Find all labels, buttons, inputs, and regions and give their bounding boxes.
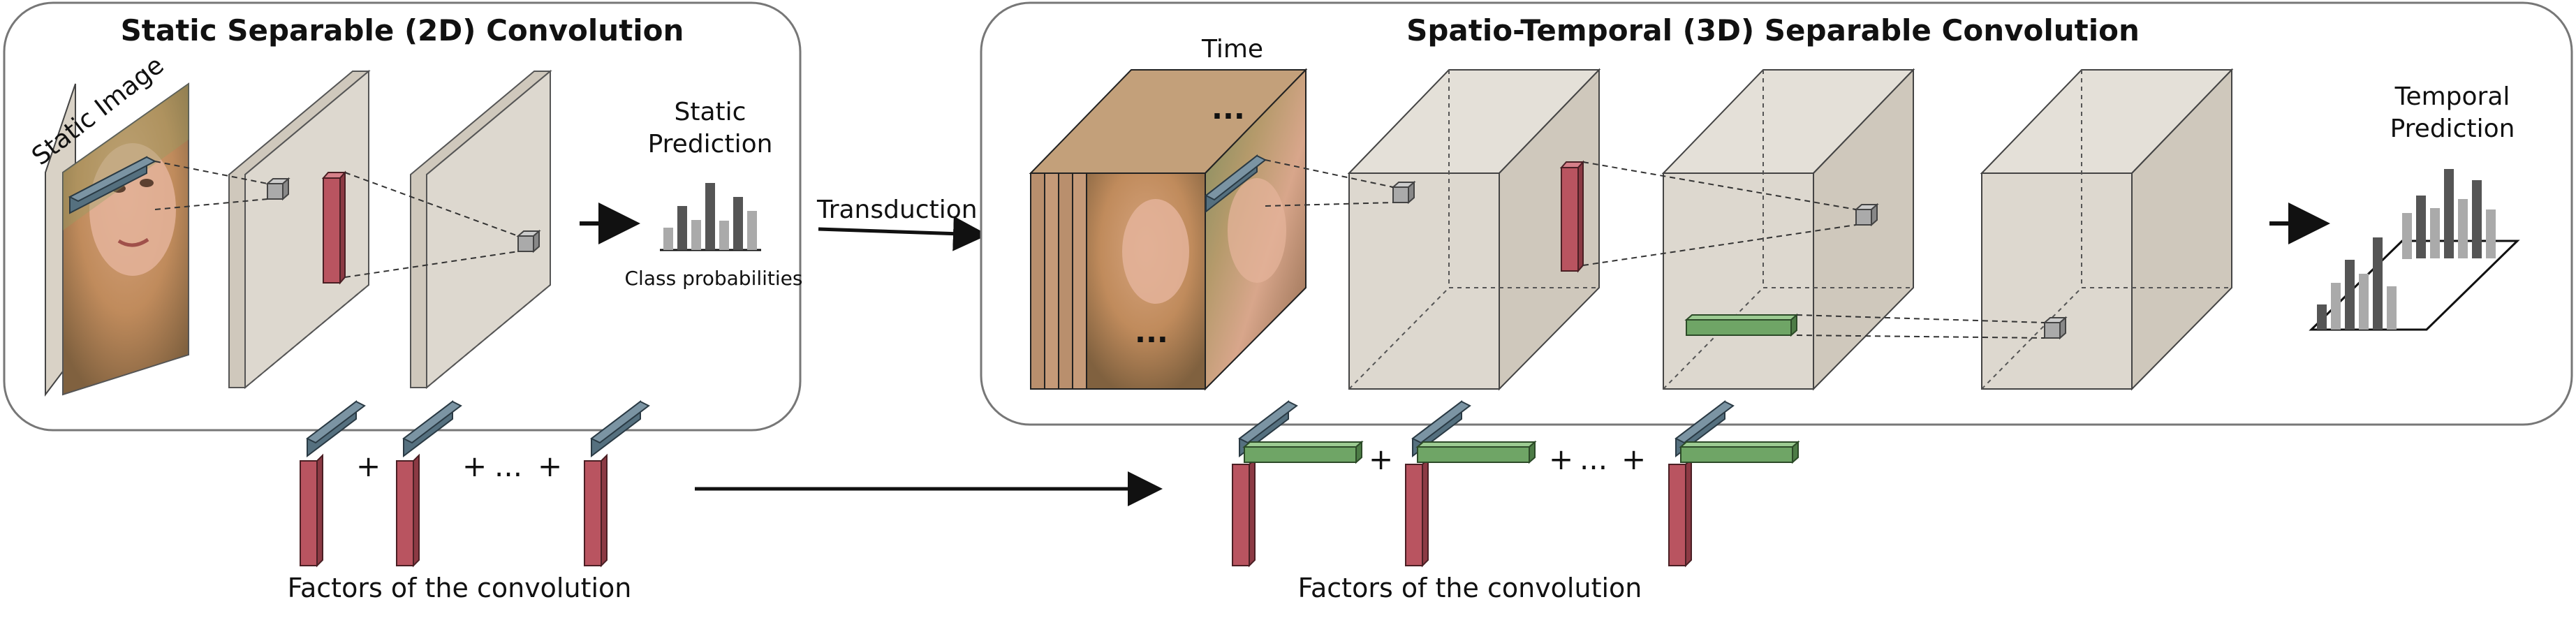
left-projection-lines [154,161,519,278]
factor-triple [1405,399,1537,568]
right-factors: + + ... + Factors of the convolution [1232,399,1800,603]
static-prediction-label-line1: Static [675,98,746,126]
right-factor-ellipsis: ... [1580,442,1607,476]
right-factor-plus-2: + [1549,442,1573,476]
right-factor-plus-3: + [1621,442,1646,476]
temporal-histogram [2309,169,2520,331]
hist-bar [2430,208,2440,258]
left-factors: + + ... + Factors of the convolution [288,399,650,603]
hist-bar [2486,209,2496,258]
map1-red-filter [321,170,347,285]
spatiotemporal-panel-title: Spatio-Temporal (3D) Separable Convoluti… [1406,13,2140,47]
volume2-green-filter [1684,313,1799,337]
map2-voxel [516,229,541,253]
static-panel-border [3,1,802,432]
hist-bar [733,197,743,250]
transduction-arrow [818,216,988,251]
hist-bar [677,206,687,250]
temporal-prediction-label-line2: Prediction [2390,115,2515,143]
hist-bar [2472,180,2482,258]
feature-map-1 [228,69,371,390]
factor-pair [584,399,650,568]
feature-volume-1 [1347,68,1601,391]
feature-map-2 [410,69,552,390]
volume3-voxel [2043,316,2068,340]
volume1-red-filter [1559,160,1585,273]
time-label: Time [1201,35,1263,64]
volume2-voxel [1854,203,1879,227]
hist-bar [663,228,673,250]
hist-bar [719,221,729,250]
frames-ellipsis-bottom: ... [1135,315,1168,349]
hist-bar [2458,199,2468,258]
left-factor-plus-1: + [356,449,381,483]
hist-bar [747,211,757,250]
static-2d-panel: Static Separable (2D) Convolution Static… [3,1,803,432]
hist-bar [2444,169,2454,258]
right-factors-caption: Factors of the convolution [1298,573,1642,603]
hist-bar [2359,274,2369,330]
static-panel-title: Static Separable (2D) Convolution [121,13,684,47]
hist-bar [2387,286,2397,330]
spatiotemporal-3d-panel: Spatio-Temporal (3D) Separable Convoluti… [980,1,2573,426]
feature-volume-2 [1661,68,1915,391]
hist-bar [2416,196,2426,258]
feature-volume-3 [1980,68,2234,391]
transduction-label: Transduction [816,196,978,224]
factor-triple [1232,399,1364,568]
left-factor-ellipsis: ... [494,449,522,483]
volume1-voxel [1391,180,1416,205]
hist-bar [691,220,701,250]
right-factor-plus-1: + [1369,442,1393,476]
hist-bar [705,183,715,250]
static-prediction-label-line2: Prediction [648,130,773,159]
temporal-prediction-label-line1: Temporal [2394,82,2510,111]
hist-bar [2317,304,2327,330]
left-factor-plus-3: + [538,449,562,483]
video-frame-stack [1029,68,1308,391]
hist-bar [2373,237,2383,330]
frames-ellipsis-top: ... [1212,91,1245,126]
static-histogram [660,183,761,251]
hist-bar [2345,260,2355,330]
right-projection-lines [1265,159,2045,339]
factor-pair [300,399,366,568]
class-probabilities-caption: Class probabilities [625,267,803,290]
factor-pair [396,399,462,568]
factor-triple [1668,399,1800,568]
left-factor-plus-2: + [462,449,487,483]
map1-voxel [265,177,290,201]
hist-bar [2402,213,2412,259]
left-factors-caption: Factors of the convolution [288,573,632,603]
hist-bar [2331,283,2341,330]
